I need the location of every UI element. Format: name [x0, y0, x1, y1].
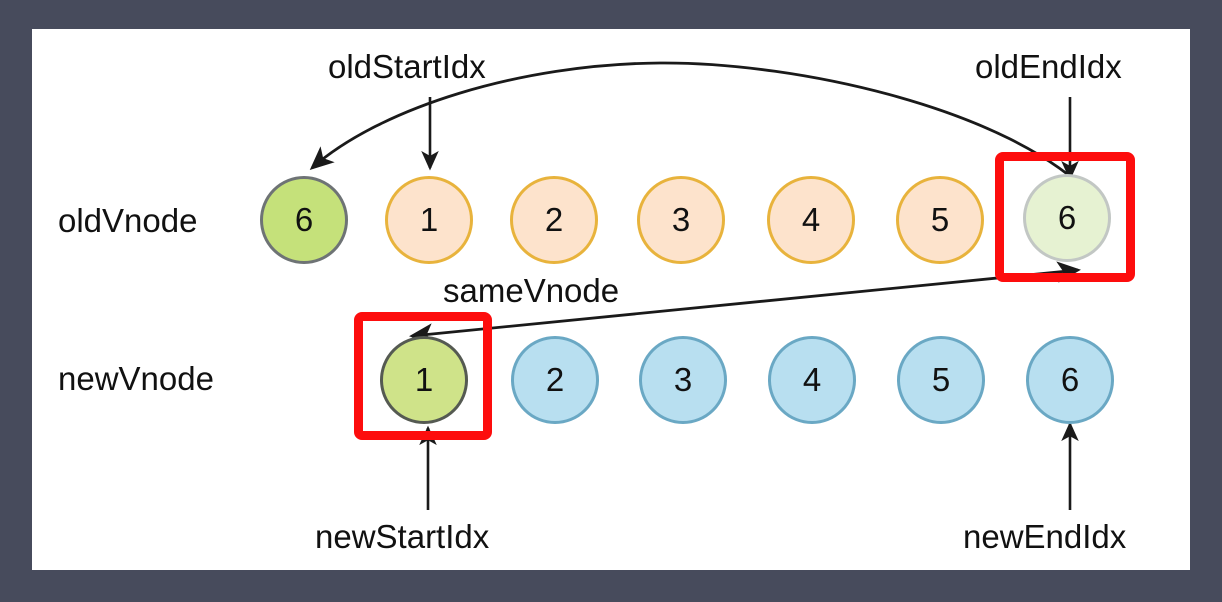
old-node-2[interactable]: 2: [510, 176, 598, 264]
new-node-2[interactable]: 3: [639, 336, 727, 424]
new-node-4[interactable]: 5: [897, 336, 985, 424]
old-node-1[interactable]: 1: [385, 176, 473, 264]
label-newStartIdx: newStartIdx: [315, 518, 490, 555]
highlight-box-old-end: [995, 152, 1135, 282]
old-node-2-value: 2: [544, 201, 564, 238]
label-sameVnode: sameVnode: [443, 272, 620, 309]
label-newVnode-row: newVnode: [58, 360, 214, 397]
label-oldVnode-row: oldVnode: [58, 202, 198, 239]
new-node-2-value: 3: [673, 361, 693, 398]
old-node-6[interactable]: 6: [1023, 174, 1111, 262]
old-node-4[interactable]: 4: [767, 176, 855, 264]
new-node-3-value: 4: [802, 361, 822, 398]
new-node-0-value: 1: [414, 361, 434, 398]
new-node-0[interactable]: 1: [380, 336, 468, 424]
old-node-1-value: 1: [419, 201, 439, 238]
old-node-3-value: 3: [671, 201, 691, 238]
new-node-5[interactable]: 6: [1026, 336, 1114, 424]
label-oldEndIdx: oldEndIdx: [975, 48, 1122, 85]
old-node-5[interactable]: 5: [896, 176, 984, 264]
new-node-1[interactable]: 2: [511, 336, 599, 424]
old-node-4-value: 4: [801, 201, 821, 238]
old-node-3[interactable]: 3: [637, 176, 725, 264]
old-node-0-value: 6: [294, 201, 314, 238]
new-node-5-value: 6: [1060, 361, 1080, 398]
label-oldStartIdx: oldStartIdx: [328, 48, 486, 85]
old-node-5-value: 5: [930, 201, 950, 238]
old-node-0[interactable]: 6: [260, 176, 348, 264]
old-node-6-value: 6: [1057, 199, 1077, 236]
new-node-4-value: 5: [931, 361, 951, 398]
new-node-1-value: 2: [545, 361, 565, 398]
new-node-3[interactable]: 4: [768, 336, 856, 424]
highlight-box-new-start: [354, 312, 492, 440]
label-newEndIdx: newEndIdx: [963, 518, 1127, 555]
